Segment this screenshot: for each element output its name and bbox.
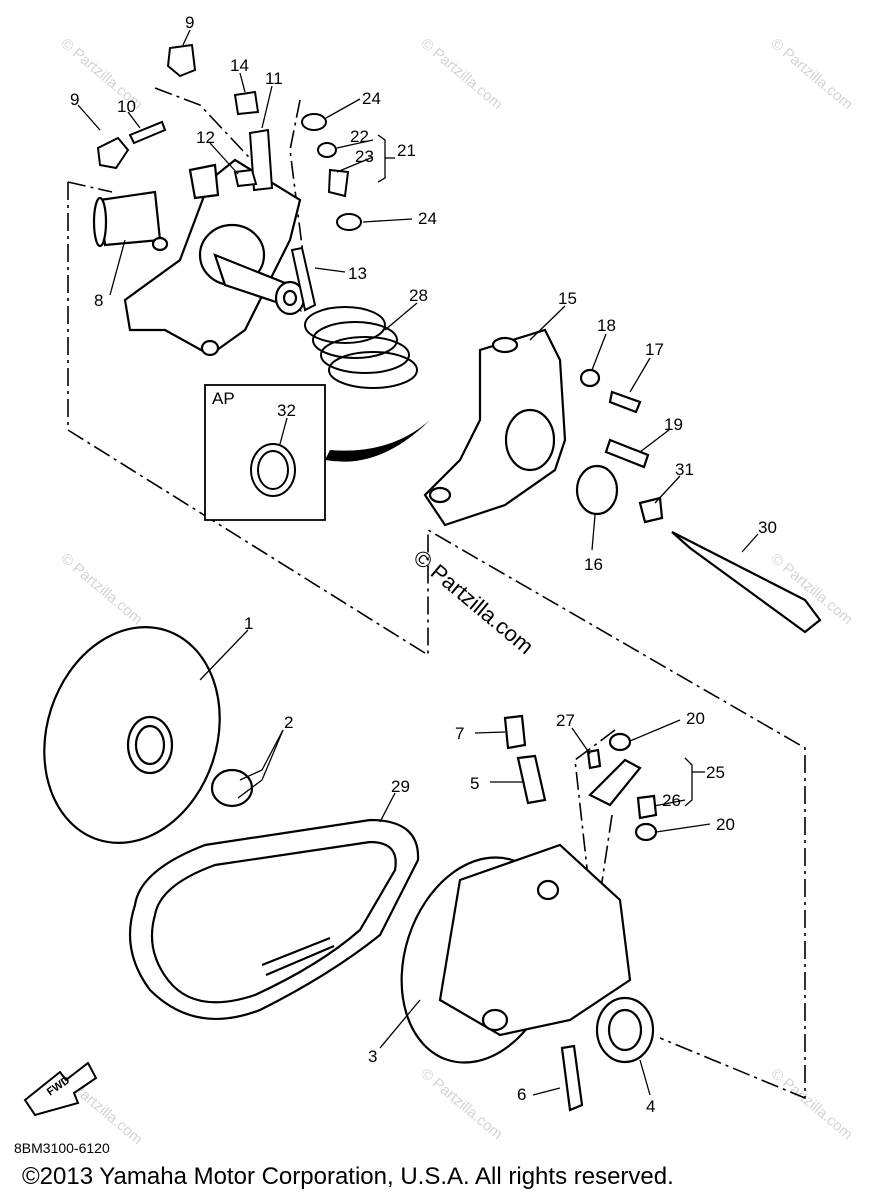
callout-4: 4 (646, 1097, 655, 1116)
slider-2 (210, 768, 254, 808)
washer-24-bottom (336, 213, 362, 231)
clip-9-top (166, 43, 197, 78)
frame-line-main (67, 182, 806, 1100)
callout-8: 8 (94, 291, 103, 310)
callout-18: 18 (597, 316, 616, 335)
pin-27 (586, 748, 602, 770)
callout-23: 23 (355, 147, 374, 166)
callout-6: 6 (517, 1085, 526, 1104)
frame-line-top (67, 181, 113, 193)
callout-1: 1 (244, 614, 253, 633)
bolt-30 (671, 531, 822, 634)
watermark: © Partzilla.com (417, 1065, 505, 1143)
weight-23 (327, 168, 350, 198)
watermark: © Partzilla.com (767, 1065, 855, 1143)
callout-15: 15 (558, 289, 577, 308)
watermark: © Partzilla.com (767, 35, 855, 113)
ring-31 (638, 496, 664, 524)
callout-2: 2 (284, 713, 293, 732)
top-hardware (96, 43, 362, 312)
bolt-19 (604, 438, 650, 469)
drive-belt (128, 818, 420, 1020)
collar-5 (516, 754, 547, 805)
callout-16: 16 (584, 555, 603, 574)
watermark: © Partzilla.com (417, 35, 505, 113)
callout-11: 11 (265, 69, 283, 88)
movable-sheave (43, 626, 254, 844)
frame-line-stopper (289, 99, 306, 271)
callout-3: 3 (368, 1047, 377, 1066)
nut-14 (233, 90, 260, 116)
spider-cover (423, 328, 822, 634)
fixed-sheave (92, 158, 306, 357)
callout-30: 30 (758, 518, 777, 537)
frame-line-arm-lower (599, 814, 613, 896)
callout-27: 27 (556, 711, 575, 730)
arm-25 (588, 758, 642, 807)
frame-line-arm (574, 729, 616, 896)
callout-20-top: 20 (686, 709, 705, 728)
callout-10: 10 (117, 97, 136, 116)
callout-9-left: 9 (70, 90, 79, 109)
pin-10 (128, 120, 167, 145)
diagram-code: 8BM3100-6120 (14, 1140, 110, 1156)
assembly-frame-lines (67, 87, 806, 1100)
washer-20-top (608, 732, 632, 752)
bolt-17 (608, 390, 642, 414)
bolt-6 (560, 1044, 584, 1112)
weight-22 (317, 142, 337, 158)
clip-9-left (96, 136, 130, 170)
callout-32: 32 (277, 401, 296, 420)
ap-box: AP (204, 384, 430, 521)
callout-24-bottom: 24 (418, 209, 437, 228)
bolt-13 (290, 246, 317, 312)
callout-28: 28 (409, 286, 428, 305)
callout-22: 22 (350, 127, 369, 146)
callout-24-top: 24 (362, 89, 381, 108)
callout-12: 12 (196, 128, 215, 147)
callout-29: 29 (391, 777, 410, 796)
callout-31: 31 (675, 460, 694, 479)
ap-box-label: AP (212, 389, 235, 408)
secondary-sheave (400, 714, 658, 1112)
watermark: © Partzilla.com (57, 550, 145, 628)
washer-18 (579, 368, 601, 388)
callout-21: 21 (397, 141, 416, 160)
spring (304, 306, 418, 389)
pin-12 (233, 168, 258, 188)
nut-7 (503, 714, 527, 750)
callout-13: 13 (348, 264, 367, 283)
roller-16 (575, 464, 619, 516)
weight-26 (636, 794, 658, 820)
callout-17: 17 (645, 340, 664, 359)
callout-25: 25 (706, 763, 725, 782)
callout-9-top: 9 (185, 13, 194, 32)
washer-24-top (301, 113, 327, 131)
copyright-notice: ©2013 Yamaha Motor Corporation, U.S.A. A… (22, 1163, 674, 1190)
washer-20-bottom (634, 822, 658, 842)
frame-line-clip (154, 87, 276, 186)
callout-5: 5 (470, 774, 479, 793)
callout-20-bottom: 20 (716, 815, 735, 834)
callout-numbers: 9 9 10 14 11 12 24 22 23 21 24 13 8 28 1… (70, 13, 777, 1116)
callout-26: 26 (662, 791, 681, 810)
callout-7: 7 (455, 724, 464, 743)
callout-19: 19 (664, 415, 683, 434)
callout-14: 14 (230, 56, 249, 75)
leader-lines (77, 29, 759, 1096)
